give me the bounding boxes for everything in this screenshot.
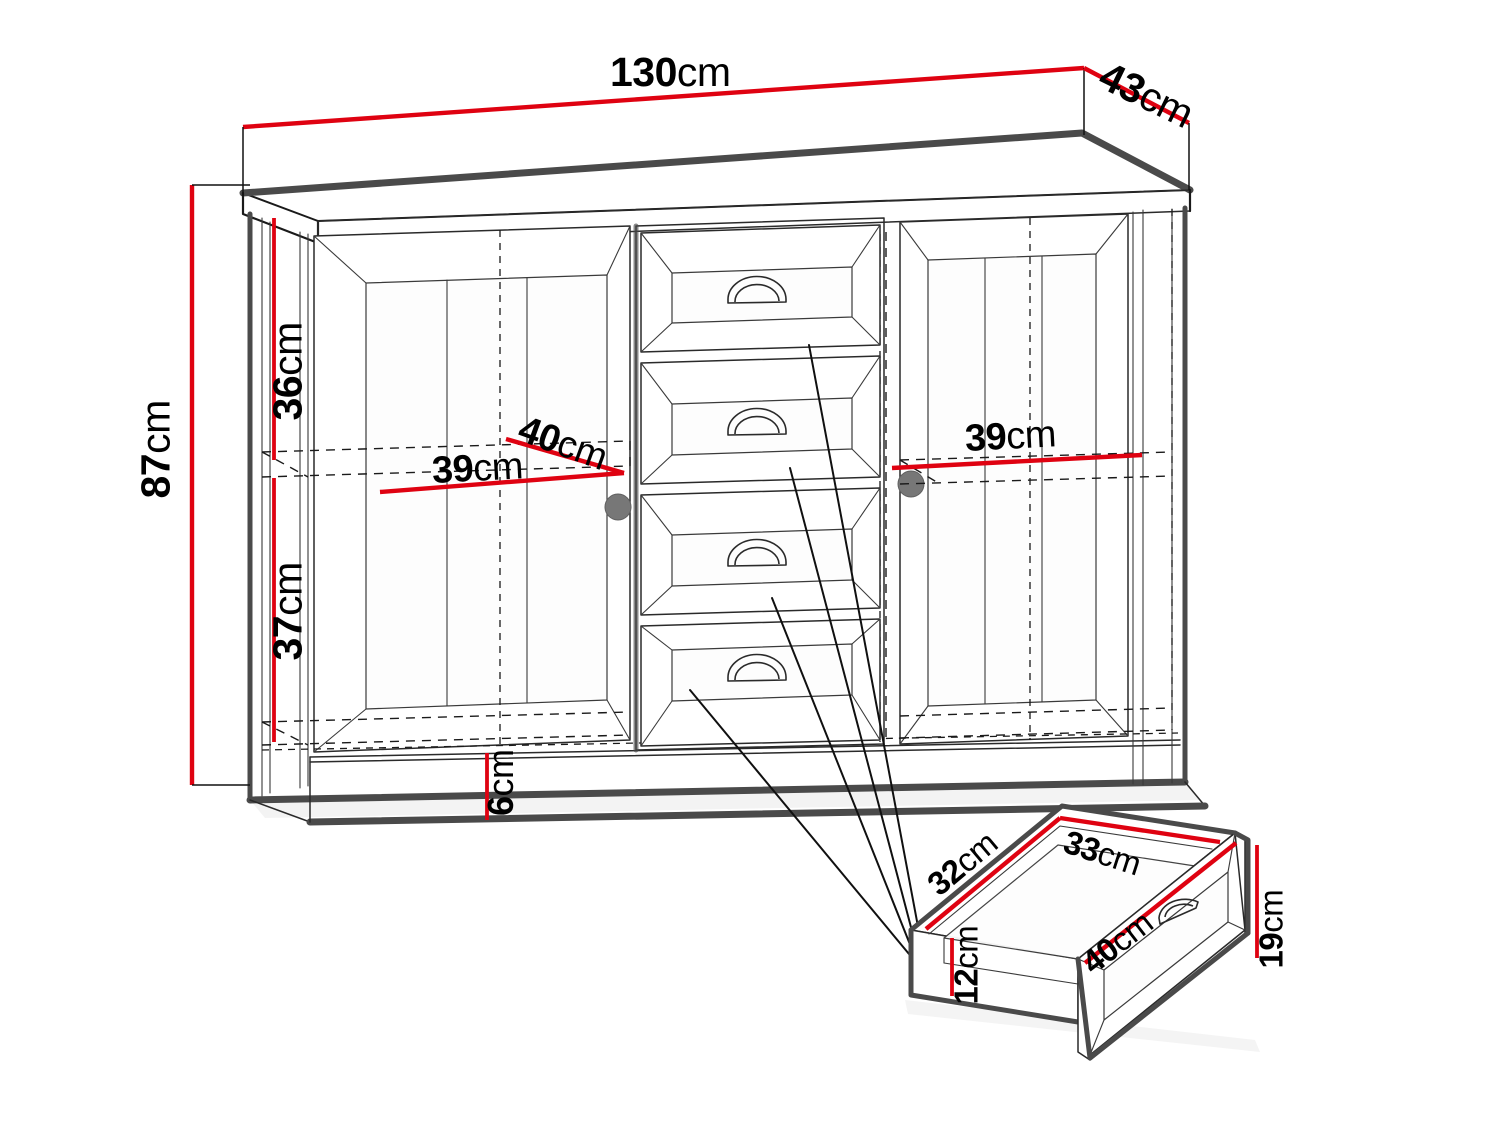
- dim-unit: cm: [676, 49, 731, 95]
- leader-lines: [689, 344, 923, 955]
- dimension-label-drawer-height-12: 12cm: [947, 925, 985, 1005]
- drawer-3[interactable]: [640, 487, 881, 616]
- dimension-label-left-shelf-39: 39cm: [430, 445, 524, 492]
- dim-unit: cm: [132, 400, 179, 454]
- dim-unit: cm: [264, 322, 311, 376]
- dim-unit: cm: [480, 749, 521, 797]
- dim-value: 19: [1252, 932, 1290, 969]
- dim-unit: cm: [1005, 413, 1057, 458]
- dimension-label-upper-36: 36cm: [264, 322, 311, 421]
- cup-handle-icon: [1158, 898, 1199, 925]
- dim-value: 37: [264, 615, 311, 661]
- dim-value: 12: [947, 968, 985, 1005]
- dim-value: 130: [610, 49, 677, 95]
- dim-value: 39: [963, 415, 1008, 460]
- dim-unit: cm: [264, 562, 311, 616]
- dim-value: 39: [430, 447, 475, 492]
- top-panel: [239, 129, 1194, 245]
- dim-value: 87: [132, 453, 179, 499]
- dimension-label-plinth-6: 6cm: [480, 749, 521, 816]
- sideboard-body: [239, 129, 1209, 826]
- drawer-2[interactable]: [640, 355, 881, 485]
- dimension-label-height-87: 87cm: [132, 400, 179, 499]
- left-door[interactable]: [313, 225, 632, 753]
- drawer-1[interactable]: [640, 224, 881, 353]
- dim-value: 6: [480, 796, 521, 816]
- cup-handle-icon: [727, 407, 787, 436]
- dimension-label-lower-37: 37cm: [264, 562, 311, 661]
- right-door-knob[interactable]: [897, 470, 925, 498]
- dim-unit: cm: [472, 445, 524, 490]
- dim-unit: cm: [1252, 889, 1290, 933]
- drawer-detail: [908, 803, 1251, 1061]
- dim-value: 36: [264, 375, 311, 421]
- cup-handle-icon: [727, 538, 787, 567]
- dimension-label-width-130: 130cm: [610, 52, 731, 93]
- dim-unit: cm: [947, 925, 985, 969]
- right-door[interactable]: [897, 213, 1129, 745]
- left-door-knob[interactable]: [604, 493, 632, 521]
- dimension-label-drawer-front-height-19: 19cm: [1252, 889, 1290, 969]
- dimension-label-right-shelf-39: 39cm: [963, 413, 1057, 460]
- drawer-4[interactable]: [640, 618, 881, 747]
- cup-handle-icon: [727, 653, 787, 682]
- cup-handle-icon: [727, 275, 787, 304]
- dimension-lines: [189, 65, 1259, 996]
